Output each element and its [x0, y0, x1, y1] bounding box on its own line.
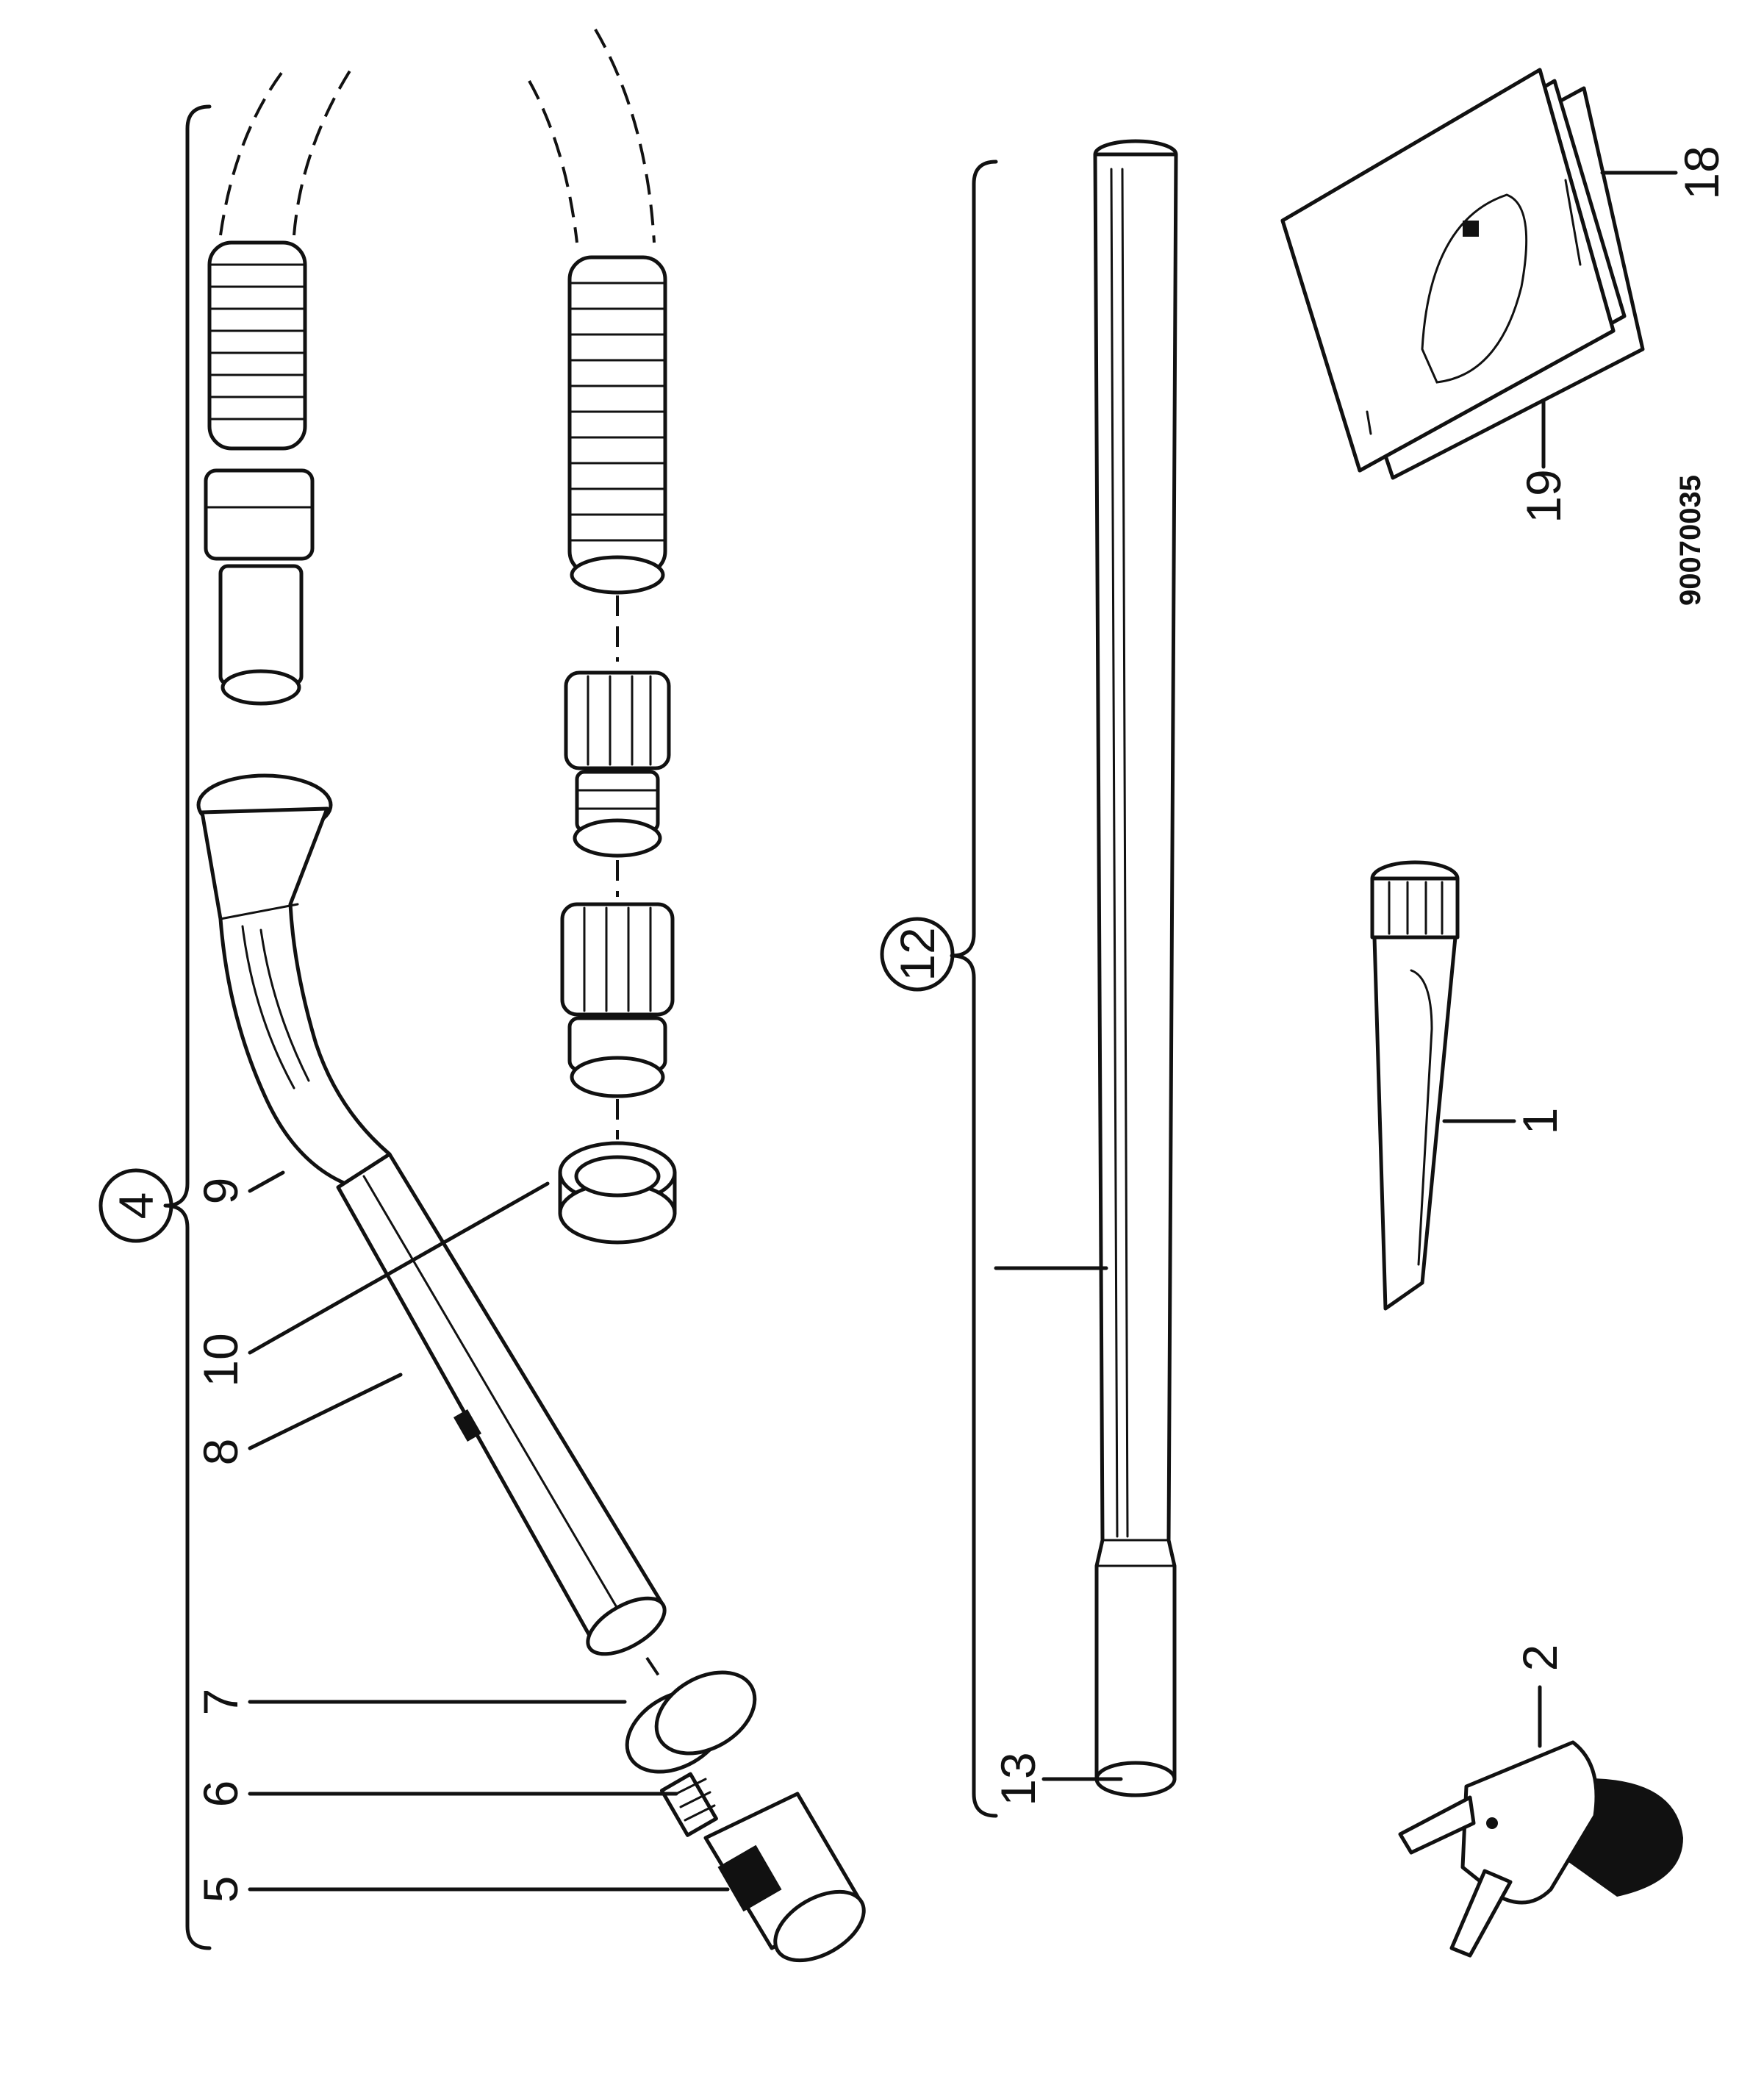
crevice-nozzle-part	[1370, 860, 1460, 1311]
part-6-part	[659, 1772, 718, 1837]
extension-tube-part	[1093, 139, 1178, 1797]
swivel-end-part	[703, 1792, 866, 1963]
coupling-lower	[560, 902, 675, 1098]
assembly-label-12-text: 12	[890, 927, 944, 981]
part-label-10: 10	[193, 1333, 248, 1386]
manual-cover	[1280, 68, 1616, 473]
assembly-label-12: 12	[880, 917, 955, 992]
part-label-1: 1	[1513, 1108, 1567, 1135]
hose-right-section	[528, 28, 667, 662]
handle-grip-part	[196, 773, 392, 1186]
handle-tube-part	[336, 1152, 667, 1656]
hose-assembly-bracket	[163, 104, 212, 1950]
dusting-brush-part	[1398, 1740, 1683, 1958]
part-label-5: 5	[193, 1876, 248, 1903]
part-label-9: 9	[193, 1178, 248, 1205]
assembly-label-4-text: 4	[109, 1192, 163, 1220]
leader-lines-manual	[1541, 171, 1678, 469]
hose-right-corrugation	[567, 255, 667, 595]
hose-left-section	[204, 65, 354, 706]
part-label-2: 2	[1513, 1645, 1567, 1672]
part-label-8: 8	[193, 1439, 248, 1466]
hose-left-connector	[204, 468, 315, 706]
part-label-13: 13	[991, 1752, 1045, 1806]
hose-left-corrugation	[207, 240, 307, 451]
coupling-upper	[564, 670, 671, 858]
assembly-label-4: 4	[98, 1168, 173, 1243]
figure-id: 90070035	[1674, 475, 1707, 606]
part-label-18: 18	[1674, 146, 1729, 199]
ring-7-part	[625, 1670, 757, 1774]
leader-lines-tube	[994, 1266, 1123, 1781]
part-label-19: 19	[1516, 469, 1571, 523]
ring-10-part	[558, 1141, 677, 1245]
tube-assembly-bracket	[950, 160, 998, 1818]
part-label-7: 7	[193, 1689, 248, 1716]
leader-lines-hose	[248, 1170, 730, 1892]
part-label-6: 6	[193, 1781, 248, 1808]
